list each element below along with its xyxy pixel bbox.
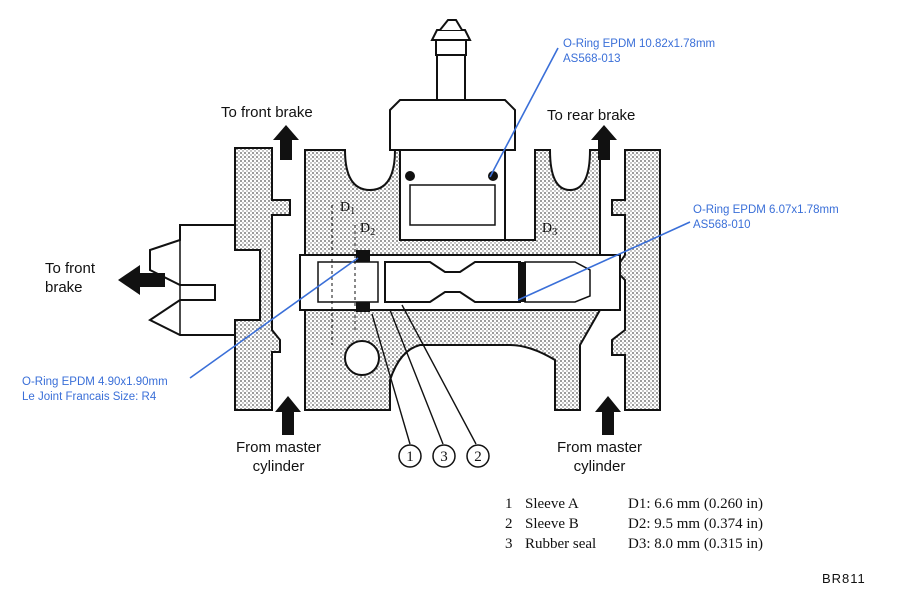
bleeder-cap	[389, 99, 516, 151]
seal-d2-top	[356, 250, 370, 262]
dimension-label-d1: D1	[340, 200, 355, 217]
label-to-front-brake-left-line1: To front	[45, 260, 96, 277]
legend-row: 1 Sleeve A D1: 6.6 mm (0.260 in)	[505, 496, 763, 516]
legend-name: Sleeve A	[525, 496, 579, 512]
annotation-oring-top: O-Ring EPDM 10.82x1.78mm AS568-013	[563, 37, 715, 67]
top-oring-right	[488, 171, 498, 181]
arrow-left-front-brake	[118, 265, 165, 295]
callout-circle-2	[466, 444, 490, 468]
callout-number-3: 3	[440, 449, 448, 465]
callout-leader-2	[401, 304, 477, 445]
label-from-master-left-line1: From master	[236, 439, 322, 456]
bleeder-stem	[436, 54, 466, 101]
annotation-oring-right: O-Ring EPDM 6.07x1.78mm AS568-010	[693, 203, 839, 233]
legend-name: Sleeve B	[525, 516, 579, 532]
front-outlet-fitting	[148, 224, 261, 336]
sleeve-a	[317, 261, 379, 303]
dimension-label-d2: D2	[360, 221, 375, 238]
label-from-master-right-line2: cylinder	[573, 458, 626, 475]
label-to-front-brake-left: To front brake	[45, 259, 95, 297]
annotation-oring-right-line1: O-Ring EPDM 6.07x1.78mm	[693, 204, 839, 216]
legend-row: 3 Rubber seal D3: 8.0 mm (0.315 in)	[505, 536, 763, 556]
annotation-oring-top-line1: O-Ring EPDM 10.82x1.78mm	[563, 38, 716, 50]
legend-name: Rubber seal	[525, 536, 597, 552]
legend-row: 2 Sleeve B D2: 9.5 mm (0.374 in)	[505, 516, 763, 536]
label-from-master-right-line1: From master	[557, 439, 643, 456]
annotation-oring-left-line1: O-Ring EPDM 4.90x1.90mm	[22, 376, 168, 388]
seal-d2-bottom	[356, 302, 370, 312]
legend-dim: D3: 8.0 mm (0.315 in)	[628, 536, 763, 552]
right-flange	[611, 149, 661, 411]
annotation-oring-top-line2: AS568-013	[563, 53, 621, 65]
dimension-label-d3: D3	[542, 221, 557, 238]
callout-leader-3	[389, 309, 444, 445]
leader-oring-top	[489, 47, 559, 178]
leader-oring-right	[517, 221, 691, 301]
label-to-front-brake-top: To front brake	[221, 104, 313, 121]
left-flange	[234, 147, 291, 411]
annotation-oring-left-line2: Le Joint Francais Size: R4	[22, 391, 157, 403]
callout-circle-3	[432, 444, 456, 468]
legend-dim: D2: 9.5 mm (0.374 in)	[628, 516, 763, 532]
callout-number-2: 2	[474, 449, 482, 465]
legend-dim: D1: 6.6 mm (0.260 in)	[628, 496, 763, 512]
label-from-master-left: From master cylinder	[236, 438, 321, 476]
legend-num: 2	[505, 516, 513, 532]
seal-d3	[518, 262, 526, 302]
arrow-up-from-master-right	[595, 396, 621, 435]
legend-num: 3	[505, 536, 513, 552]
annotation-oring-right-line2: AS568-010	[693, 219, 751, 231]
port-hole	[344, 340, 380, 376]
top-oring-left	[405, 171, 415, 181]
annotation-oring-left: O-Ring EPDM 4.90x1.90mm Le Joint Francai…	[22, 375, 168, 405]
callout-number-1: 1	[406, 449, 414, 465]
legend-table: 1 Sleeve A D1: 6.6 mm (0.260 in) 2 Sleev…	[505, 496, 763, 556]
label-to-front-brake-left-line2: brake	[45, 279, 83, 296]
arrow-up-rear-brake	[591, 125, 617, 160]
arrow-up-from-master-left	[275, 396, 301, 435]
figure-code: BR811	[822, 571, 866, 586]
arrow-up-front-brake	[273, 125, 299, 160]
callout-leader-1	[371, 313, 411, 445]
leader-oring-left	[189, 257, 359, 379]
legend-num: 1	[505, 496, 513, 512]
label-from-master-right: From master cylinder	[557, 438, 642, 476]
label-from-master-left-line2: cylinder	[252, 458, 305, 475]
callout-circle-1	[398, 444, 422, 468]
label-to-rear-brake: To rear brake	[547, 107, 636, 124]
